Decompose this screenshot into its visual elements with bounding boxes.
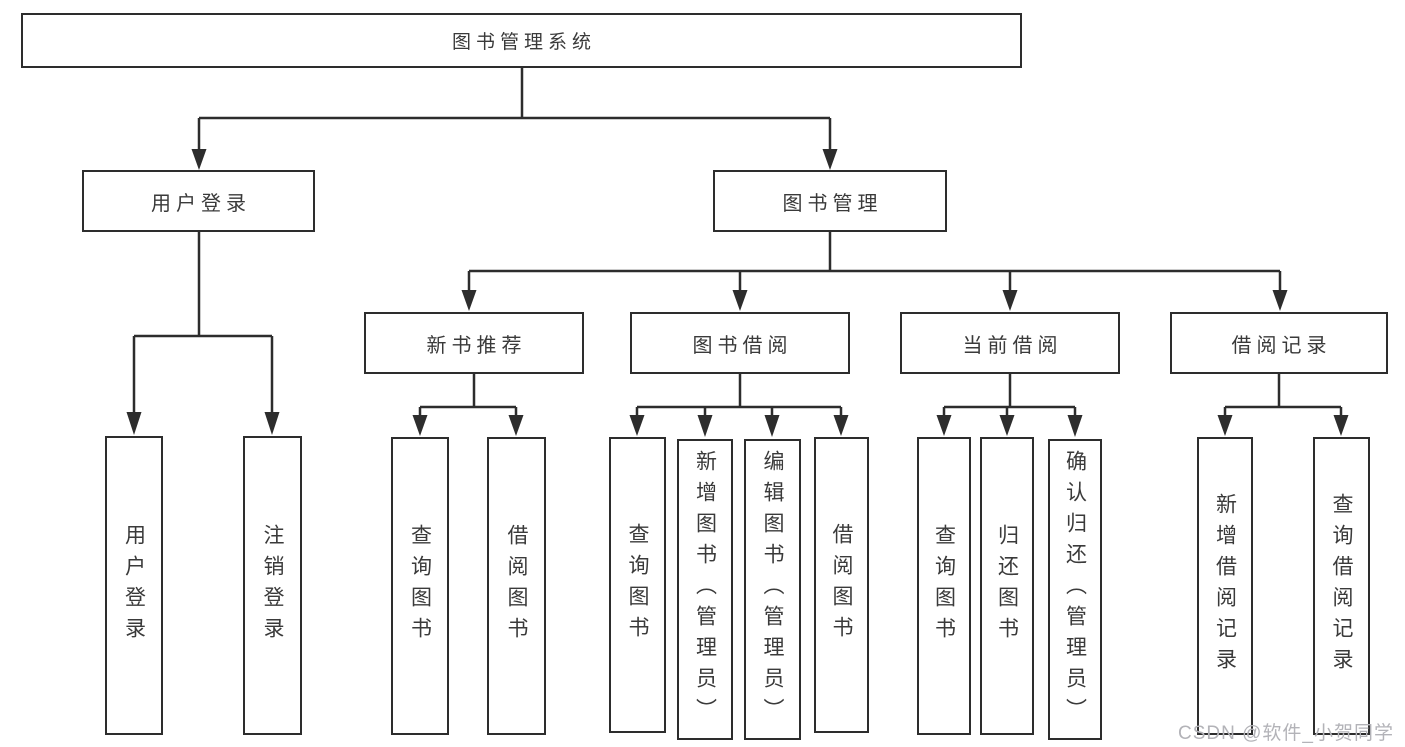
- leaf-current-query-books-label: 查询图书: [932, 524, 956, 648]
- leaf-confirm-return-admin: 确认归还（管理员）: [1048, 439, 1102, 740]
- node-book-borrowing: 图书借阅: [630, 312, 850, 374]
- node-user-login-label: 用户登录: [151, 192, 251, 215]
- leaf-edit-books-admin: 编辑图书（管理员）: [744, 439, 801, 740]
- leaf-newbook-borrow-books-label: 借阅图书: [505, 524, 528, 648]
- leaf-logout-label: 注销登录: [261, 523, 284, 648]
- connector-newbook-to-leaves: [418, 374, 518, 418]
- node-borrowing-records-label: 借阅记录: [1231, 334, 1332, 357]
- node-book-management-label: 图书管理: [782, 192, 883, 215]
- node-book-borrowing-label: 图书借阅: [692, 334, 793, 357]
- leaf-borrow-query-books-label: 查询图书: [626, 523, 649, 647]
- leaf-query-borrow-record: 查询借阅记录: [1313, 437, 1370, 735]
- connector-currentborrow-to-leaves: [942, 374, 1077, 418]
- leaf-add-borrow-record-label: 新增借阅记录: [1213, 493, 1237, 679]
- node-root-system: 图书管理系统: [21, 13, 1022, 68]
- leaf-query-borrow-record-label: 查询借阅记录: [1330, 493, 1353, 679]
- node-current-borrowing-label: 当前借阅: [962, 334, 1063, 357]
- node-new-book-recommendation: 新书推荐: [364, 312, 584, 374]
- connector-bookborrow-to-leaves: [635, 374, 843, 418]
- node-root-system-label: 图书管理系统: [451, 32, 596, 53]
- leaf-borrow-query-books: 查询图书: [609, 437, 666, 733]
- node-borrowing-records: 借阅记录: [1170, 312, 1388, 374]
- leaf-borrow-books: 借阅图书: [814, 437, 869, 733]
- leaf-confirm-return-admin-label: 确认归还（管理员）: [1063, 450, 1087, 729]
- leaf-newbook-borrow-books: 借阅图书: [487, 437, 546, 735]
- node-current-borrowing: 当前借阅: [900, 312, 1120, 374]
- connector-records-to-leaves: [1223, 374, 1343, 418]
- leaf-user-login: 用户登录: [105, 436, 163, 735]
- connector-userlogin-to-leaves: [132, 232, 274, 414]
- leaf-edit-books-admin-label: 编辑图书（管理员）: [761, 450, 784, 729]
- leaf-return-books: 归还图书: [980, 437, 1034, 735]
- node-book-management: 图书管理: [713, 170, 947, 232]
- leaf-logout: 注销登录: [243, 436, 302, 735]
- node-new-book-recommendation-label: 新书推荐: [426, 334, 527, 357]
- leaf-newbook-query-books: 查询图书: [391, 437, 449, 735]
- leaf-borrow-books-label: 借阅图书: [830, 523, 853, 647]
- connector-bookmgmt-to-level3: [467, 232, 1282, 292]
- csdn-watermark: CSDN @软件_小贺同学: [1178, 723, 1394, 744]
- leaf-user-login-label: 用户登录: [122, 523, 146, 648]
- leaf-current-query-books: 查询图书: [917, 437, 971, 735]
- leaf-add-books-admin: 新增图书（管理员）: [677, 439, 733, 740]
- node-user-login: 用户登录: [82, 170, 315, 232]
- leaf-add-books-admin-label: 新增图书（管理员）: [693, 450, 717, 729]
- connector-root-to-level2: [197, 68, 832, 152]
- leaf-return-books-label: 归还图书: [995, 524, 1019, 648]
- leaf-newbook-query-books-label: 查询图书: [408, 524, 432, 648]
- leaf-add-borrow-record: 新增借阅记录: [1197, 437, 1253, 735]
